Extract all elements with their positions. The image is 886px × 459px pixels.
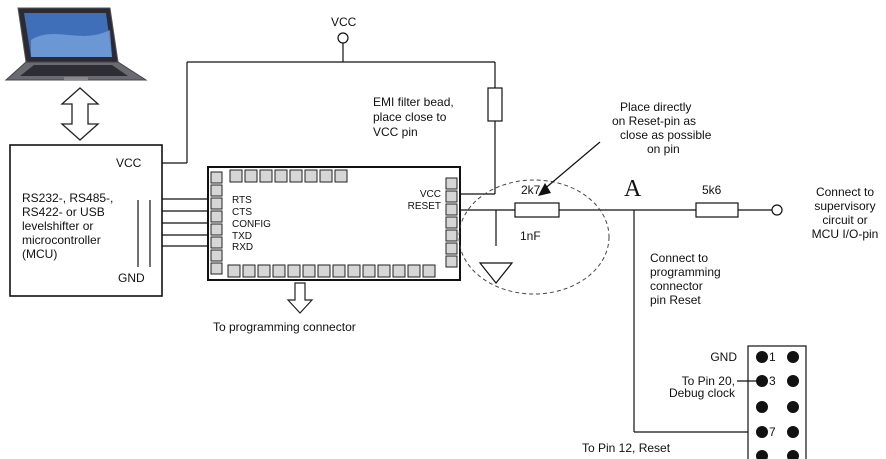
resistor-2k7-label: 2k7	[521, 183, 541, 197]
host-gnd-label: GND	[118, 271, 145, 285]
reset-highlight-circle	[458, 179, 610, 295]
resistor-5k6-label: 5k6	[702, 183, 722, 197]
host-desc-line-5: (MCU)	[22, 247, 57, 261]
prog-reset-line-4: pin Reset	[650, 293, 701, 307]
emi-note-line-2: place close to	[373, 110, 447, 124]
node-a-label: A	[624, 176, 642, 202]
programming-header	[747, 345, 807, 459]
header-reset-label: To Pin 12, Reset	[582, 441, 671, 455]
header-pin-3-label: 3	[769, 374, 776, 388]
reset-wires	[460, 209, 772, 433]
emi-note-line-3: VCC pin	[373, 125, 418, 139]
reset-note-arrow	[541, 141, 601, 192]
header-gnd-label: GND	[710, 350, 737, 364]
module-pads-bottom	[227, 264, 436, 278]
vcc-terminal	[337, 32, 349, 44]
prog-reset-line-3: connector	[650, 279, 703, 293]
emi-note-line-1: EMI filter bead,	[373, 95, 454, 109]
supervisory-line-2: supervisory	[814, 199, 875, 213]
host-block	[9, 144, 163, 297]
io-terminal	[771, 204, 783, 216]
pin-txd: TXD	[232, 231, 252, 242]
reset-note-line-1: Place directly	[620, 100, 691, 114]
resistor-5k6	[695, 202, 739, 218]
double-arrow-icon	[60, 87, 100, 141]
resistor-2k7	[514, 202, 560, 218]
pin-vcc: VCC	[420, 189, 441, 200]
supervisory-line-1: Connect to	[816, 185, 874, 199]
to-programming-label: To programming connector	[213, 320, 356, 334]
supervisory-line-4: MCU I/O-pin	[812, 227, 879, 241]
vcc-supply-label: VCC	[331, 15, 357, 29]
header-pin-7-label: 7	[769, 425, 776, 439]
reset-note-arrowhead	[538, 183, 551, 196]
module-pads-left	[210, 171, 223, 275]
header-clock-line-1: To Pin 20,	[682, 374, 735, 388]
host-desc-line-2: RS422- or USB	[22, 205, 105, 219]
down-arrow-icon	[286, 282, 314, 314]
host-vcc-label: VCC	[116, 156, 142, 170]
header-clock-line-2: Debug clock	[669, 386, 736, 400]
vcc-rail	[162, 43, 496, 195]
host-desc-line-4: microcontroller	[22, 233, 101, 247]
capacitor-1nf-label: 1nF	[520, 229, 541, 243]
pin-rts: RTS	[232, 195, 252, 206]
reset-note-line-2: on Reset-pin as	[612, 114, 696, 128]
prog-reset-line-2: programming	[650, 265, 721, 279]
host-desc-line-3: levelshifter or	[22, 219, 93, 233]
module-pads-top	[229, 169, 348, 183]
reset-note-line-3: close as possible	[620, 128, 712, 142]
reset-note-line-4: on pin	[647, 142, 680, 156]
prog-reset-line-1: Connect to	[650, 251, 708, 265]
ground-symbol	[478, 262, 514, 284]
laptop-icon	[4, 7, 148, 81]
header-pin-1-label: 1	[769, 350, 776, 364]
emi-filter-bead	[487, 87, 503, 122]
pin-reset: RESET	[408, 201, 441, 212]
pin-rxd: RXD	[232, 242, 253, 253]
supervisory-line-3: circuit or	[822, 213, 867, 227]
radio-module	[207, 166, 461, 281]
header-pins	[756, 351, 799, 459]
module-pads-right	[445, 177, 458, 268]
host-desc-line-1: RS232-, RS485-,	[22, 191, 113, 205]
pin-config: CONFIG	[232, 219, 271, 230]
pin-cts: CTS	[232, 207, 252, 218]
